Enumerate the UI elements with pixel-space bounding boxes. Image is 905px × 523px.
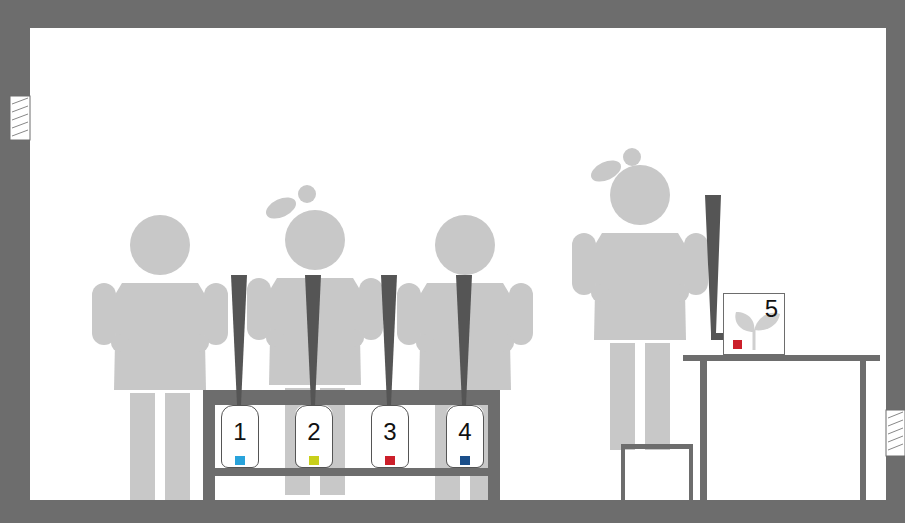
callout-number: 3 — [383, 419, 396, 445]
color-tag — [460, 456, 470, 465]
sampling-tube — [231, 275, 472, 405]
sample-jar: 3 — [371, 405, 409, 468]
student-figure — [397, 215, 533, 500]
room-interior — [30, 28, 886, 500]
sample-jar: 1 — [221, 405, 259, 468]
color-tag — [235, 456, 245, 465]
color-tag — [733, 340, 742, 349]
student-figure — [92, 215, 228, 500]
plant-box-body — [723, 293, 785, 355]
sampling-tube — [705, 195, 724, 340]
side-table — [683, 355, 880, 500]
stool — [621, 444, 693, 500]
student-figure — [572, 148, 708, 450]
callout-number: 5 — [765, 296, 778, 322]
sample-jar: 4 — [446, 405, 484, 468]
right-window — [886, 410, 905, 456]
color-tag — [385, 456, 395, 465]
callout-number: 4 — [458, 419, 471, 445]
callout-number: 1 — [233, 419, 246, 445]
bench-table — [203, 390, 500, 500]
student-figure — [247, 185, 383, 495]
color-tag — [309, 456, 319, 465]
plant-box: 5 — [723, 293, 785, 355]
callout-number: 2 — [307, 419, 320, 445]
jar-body — [221, 405, 484, 468]
sample-jar: 2 — [295, 405, 333, 468]
left-window — [10, 96, 30, 140]
